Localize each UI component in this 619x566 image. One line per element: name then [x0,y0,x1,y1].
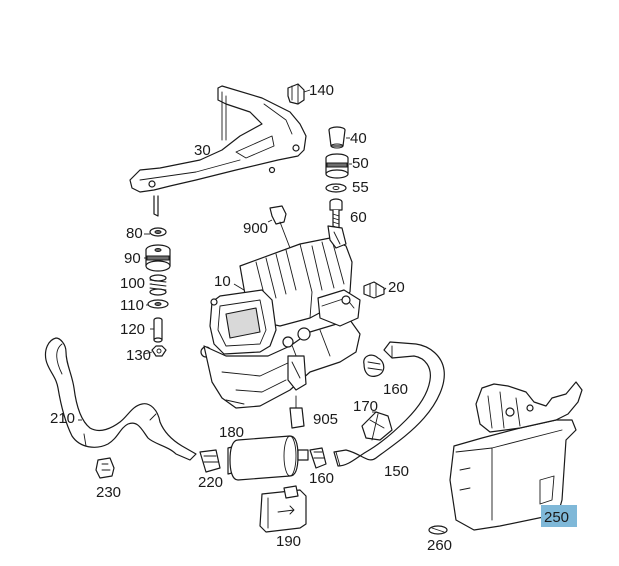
mount-90[interactable] [145,244,171,272]
callout-110[interactable]: 110 [120,297,144,314]
clip-230[interactable] [95,457,115,479]
sleeve-40[interactable] [328,126,346,149]
callout-50[interactable]: 50 [352,155,369,172]
nut-130[interactable] [151,345,167,357]
connector-900[interactable] [269,205,291,249]
pin-120[interactable] [153,317,163,343]
filter-180[interactable] [227,435,309,481]
callout-10[interactable]: 10 [214,273,231,290]
callout-170[interactable]: 170 [353,398,378,415]
spring-100[interactable] [149,274,167,296]
screw-260[interactable] [428,525,448,535]
callout-120[interactable]: 120 [120,321,145,338]
bush-140[interactable] [287,83,305,105]
callout-30[interactable]: 30 [194,142,211,159]
cap-80[interactable] [149,227,167,237]
callout-130[interactable]: 130 [126,347,151,364]
clamp-160-lower[interactable] [309,447,327,469]
callout-90[interactable]: 90 [124,250,141,267]
cover-250[interactable] [449,381,583,531]
callout-160-upper[interactable]: 160 [383,381,408,398]
callout-55[interactable]: 55 [352,179,369,196]
bolt-60[interactable] [329,198,343,231]
callout-190[interactable]: 190 [276,533,301,550]
callout-900[interactable]: 900 [243,220,268,237]
callout-100[interactable]: 100 [120,275,145,292]
leader-20 [383,287,387,291]
bracket-30[interactable] [129,85,307,217]
highlight-box-250 [541,505,577,527]
callout-250[interactable]: 250 [544,509,569,526]
clamp-160-upper[interactable] [363,354,385,377]
callout-220[interactable]: 220 [198,474,223,491]
callout-80[interactable]: 80 [126,225,143,242]
washer-110[interactable] [147,299,169,309]
leader-10 [233,283,245,291]
callout-20[interactable]: 20 [388,279,405,296]
valve-170[interactable] [361,411,393,441]
callout-260[interactable]: 260 [427,537,452,554]
callout-210[interactable]: 210 [50,410,75,427]
callout-905[interactable]: 905 [313,411,338,428]
callout-230[interactable]: 230 [96,484,121,501]
mount-50[interactable] [325,153,349,179]
leader-900 [267,219,273,223]
washer-55[interactable] [325,183,347,193]
callout-140[interactable]: 140 [309,82,334,99]
hose-210[interactable] [44,337,197,461]
callout-180[interactable]: 180 [219,424,244,441]
callout-160-lower[interactable]: 160 [309,470,334,487]
hose-150[interactable] [333,341,445,467]
connector-905[interactable] [289,395,305,429]
fitting-20[interactable] [363,281,385,299]
leader-140 [303,89,311,93]
housing-190[interactable] [259,485,307,533]
callout-60[interactable]: 60 [350,209,367,226]
clamp-220[interactable] [199,449,221,473]
callout-150[interactable]: 150 [384,463,409,480]
compressor-10[interactable] [200,225,361,409]
leader-130 [143,351,153,355]
callout-40[interactable]: 40 [350,130,367,147]
